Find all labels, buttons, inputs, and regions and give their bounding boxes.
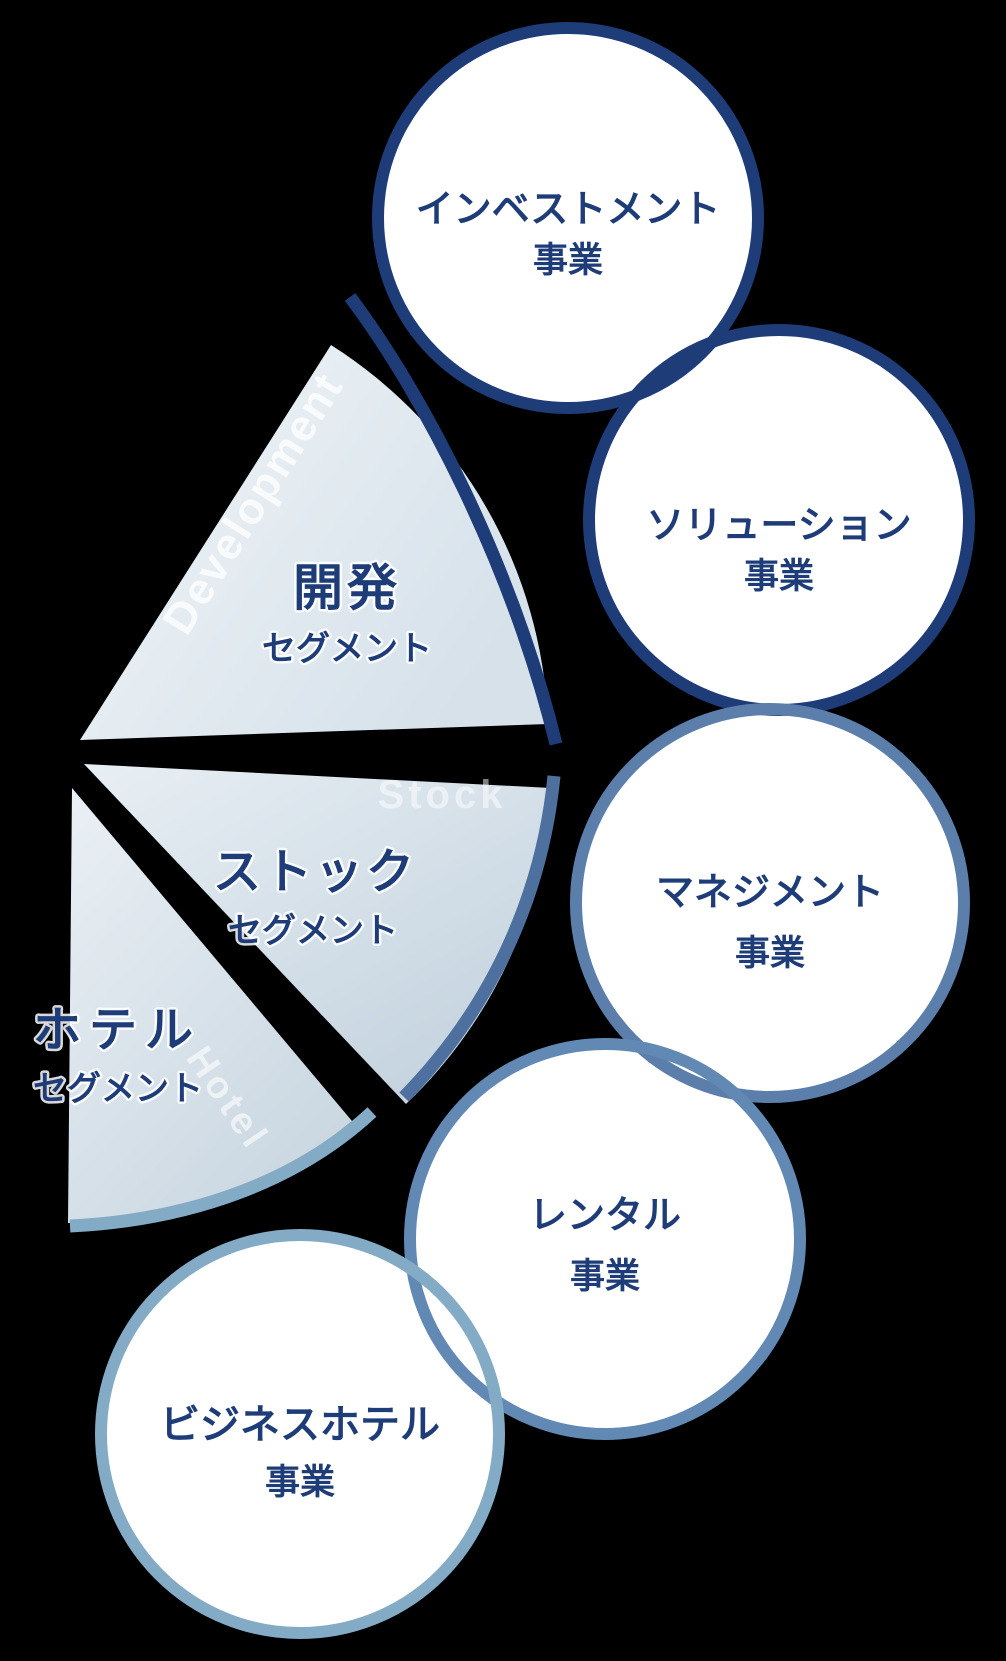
business-circle-outline-management (570, 703, 970, 1103)
fan-labels: 開発 セグメント ストック セグメント ホテル セグメント (30, 558, 434, 1111)
business-sublabel-investment: 事業 (533, 241, 603, 280)
fan-arc-development (344, 293, 563, 746)
business-circle-fill-business-hotel (101, 1235, 499, 1633)
fan-wedge-stock (84, 764, 551, 1104)
business-circle-fill-investment (378, 28, 758, 408)
business-label-management: マネジメント (656, 872, 884, 914)
business-sublabel-rental: 事業 (570, 1257, 640, 1296)
business-circle-fills (101, 28, 969, 1633)
business-label-solution: ソリューション (646, 505, 911, 547)
business-label-business-hotel: ビジネスホテル (160, 1403, 440, 1447)
fan-wedges (68, 345, 551, 1224)
fan-wedge-hotel (68, 788, 352, 1224)
business-circle-outline-investment (372, 22, 764, 414)
business-circle-fill-rental (410, 1044, 800, 1434)
fan-arcs (69, 293, 563, 1233)
fan-arc-stock (399, 775, 561, 1102)
fan-label-development: 開発 (293, 560, 401, 616)
business-sublabel-management: 事業 (735, 934, 805, 973)
fan-label-stock: ストック (213, 846, 417, 899)
business-circle-labels: インベストメント 事業 ソリューション 事業 マネジメント 事業 レンタル 事業… (160, 189, 912, 1502)
fan-sublabel-hotel: セグメント (33, 1070, 203, 1108)
business-label-investment: インベストメント (416, 189, 721, 231)
fan-label-hotel: ホテル (33, 1004, 201, 1057)
fan-wedge-development (80, 345, 548, 740)
business-circle-fill-solution (589, 330, 969, 710)
business-label-rental: レンタル (529, 1195, 681, 1237)
business-sublabel-solution: 事業 (744, 557, 814, 596)
business-circle-outline-rental (404, 1038, 806, 1440)
business-circle-outlines (95, 22, 975, 1639)
fan-sublabel-development: セグメント (262, 630, 432, 668)
fan-sublabel-stock: セグメント (228, 912, 398, 950)
business-circle-outline-business-hotel (95, 1229, 505, 1639)
business-sublabel-business-hotel: 事業 (265, 1463, 335, 1502)
business-circle-fill-management (576, 709, 964, 1097)
watermark-stock: Stock (378, 773, 507, 817)
fan-arc-hotel (69, 1107, 377, 1233)
